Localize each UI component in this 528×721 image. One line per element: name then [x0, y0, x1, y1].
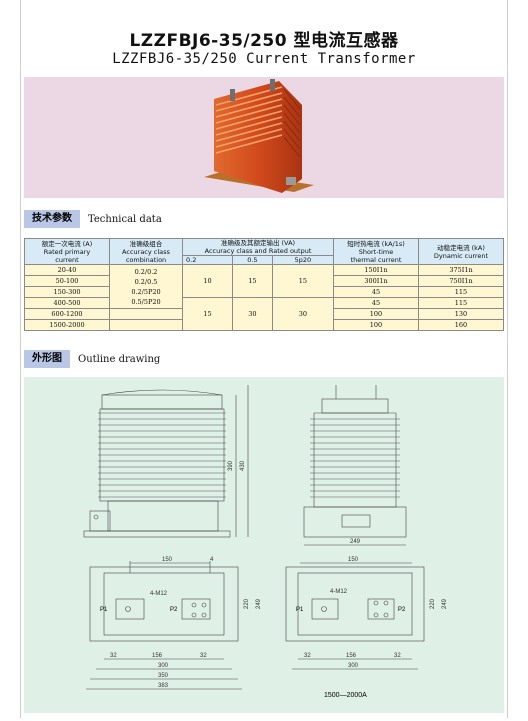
- dim-4: 4: [210, 557, 214, 563]
- label-m12-left: 4-M12: [150, 591, 168, 597]
- technical-data-table: 额定一次电流 (A) Rated primary current 准确级组合 A…: [24, 238, 504, 331]
- drawing-caption: 1500—2000A: [324, 692, 367, 699]
- sub-col-5p20: 5p20: [271, 255, 335, 265]
- col-thermal-current: 短时热电流 (kA/1s) Short-time thermal current: [333, 238, 419, 265]
- table-row: 1500-2000 100 160: [24, 319, 504, 331]
- dim-32-a: 32: [110, 653, 117, 659]
- dim-249-right: 249: [442, 598, 448, 609]
- col-rated-output: 准确级及其额定输出 (VA) Accuracy class and Rated …: [182, 238, 334, 256]
- label-p1-right: P1: [296, 607, 304, 613]
- technical-data-header: 技术参数 Technical data: [24, 210, 162, 228]
- col-accuracy-combination: 准确级组合 Accuracy class combination: [109, 238, 183, 265]
- technical-data-tag: 技术参数: [24, 210, 80, 228]
- dim-383: 383: [158, 683, 169, 689]
- dim-150-right: 150: [348, 557, 359, 563]
- dim-350: 350: [158, 673, 169, 679]
- sub-col-02: 0.2: [181, 255, 234, 265]
- dim-249-left: 249: [256, 598, 262, 609]
- label-m12-right: 4-M12: [330, 589, 348, 595]
- col-primary-current: 额定一次电流 (A) Rated primary current: [24, 238, 110, 265]
- side-view: 249: [303, 385, 407, 546]
- dim-150: 150: [162, 557, 173, 563]
- title-english: LZZFBJ6-35/250 Current Transformer: [112, 51, 416, 67]
- dim-300-right: 300: [348, 663, 359, 669]
- dim-32-b: 32: [200, 653, 207, 659]
- front-view: 390 430: [83, 385, 249, 538]
- dim-249-side: 249: [350, 539, 361, 545]
- table-row: 20-40 0.2/0.2 0.2/0.5 0.2/5P20 0.5/5P20 …: [24, 264, 504, 309]
- transformer-illustration: [204, 79, 314, 193]
- table-row: 50-100 300I1n 750I1n: [24, 275, 504, 287]
- label-p2-right: P2: [398, 607, 406, 613]
- bottom-view-right: 150 P1 P2 4-M12 220 249 32 156 32 300 15…: [285, 557, 448, 699]
- dim-156-left: 156: [152, 653, 163, 659]
- table-row: 600-1200 100 130: [24, 308, 504, 320]
- accuracy-combos-cell: 0.2/0.2 0.2/0.5 0.2/5P20 0.5/5P20: [109, 264, 183, 309]
- table-row: 400-500 15 30 30 45 115: [24, 297, 504, 331]
- dim-220-left: 220: [244, 598, 250, 609]
- dim-32-d: 32: [394, 653, 401, 659]
- product-photo: [24, 77, 504, 198]
- outline-drawing-label: Outline drawing: [78, 353, 161, 365]
- technical-data-label: Technical data: [88, 213, 162, 225]
- dim-430: 430: [240, 460, 246, 471]
- title-chinese: LZZFBJ6-35/250 型电流互感器: [129, 31, 399, 51]
- label-p1-left: P1: [100, 607, 108, 613]
- dim-300-left: 300: [158, 663, 169, 669]
- col-dynamic-current: 动稳定电流 (kA) Dynamic current: [418, 238, 504, 265]
- outline-drawing: 390 430 249: [24, 377, 504, 713]
- bottom-view-left: 150 4 P1 P2 4-M12 220 249 32 156 32 300 …: [86, 557, 262, 690]
- outline-drawing-tag: 外形图: [24, 350, 70, 368]
- outline-drawing-header: 外形图 Outline drawing: [24, 350, 160, 368]
- dim-220-right: 220: [430, 598, 436, 609]
- dim-156-right: 156: [346, 653, 357, 659]
- sub-col-05: 0.5: [232, 255, 273, 265]
- page-border: [20, 0, 508, 718]
- dim-390: 390: [228, 460, 234, 471]
- dim-32-c: 32: [304, 653, 311, 659]
- label-p2-left: P2: [170, 607, 178, 613]
